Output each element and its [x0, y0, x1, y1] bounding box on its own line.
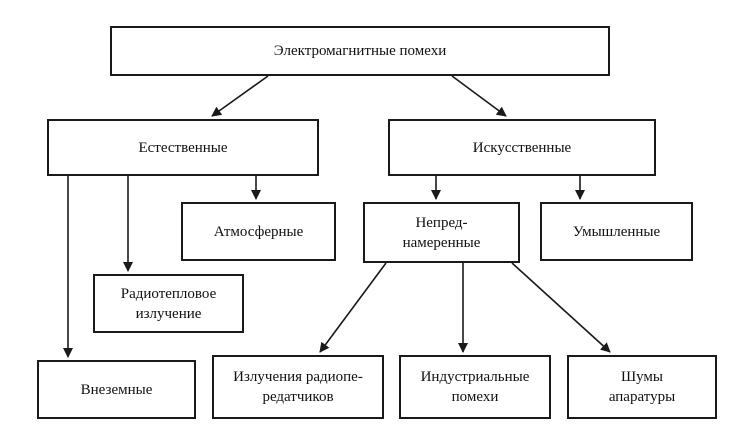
node-label-line2: апаратуры [608, 389, 676, 405]
node-label: Естественные [138, 139, 228, 156]
node-equipment-noise: Шумы апаратуры [567, 355, 717, 419]
node-transmitter-emissions: Излучения радиопе- редатчиков [212, 355, 384, 419]
node-label: Умышленные [572, 223, 661, 240]
node-label-line2: излучение [135, 305, 202, 322]
node-intentional: Умышленные [540, 202, 693, 261]
node-label-line2: намеренные [402, 234, 481, 251]
arrow-root-to-natural [211, 75, 269, 117]
node-label-line2: редатчиков [262, 389, 334, 405]
node-radiothermal: Радиотепловое излучение [93, 274, 244, 333]
node-label-line1: Индустриальные [420, 369, 530, 385]
node-label: Искусственные [472, 139, 572, 156]
node-label-line2: помехи [451, 389, 499, 405]
node-electromagnetic-interference: Электромагнитные помехи [110, 26, 610, 76]
node-atmospheric: Атмосферные [181, 202, 336, 261]
node-label-line1: Непред- [415, 214, 468, 231]
node-label-line1: Излучения радиопе- [233, 369, 363, 385]
node-industrial: Индустриальные помехи [399, 355, 551, 419]
node-label-line1: Шумы [620, 369, 663, 385]
node-label-line1: Радиотепловое [120, 285, 217, 302]
node-label: Атмосферные [213, 223, 304, 240]
node-label: Внеземные [80, 381, 153, 398]
node-artificial: Искусственные [388, 119, 656, 176]
arrow-unintentional-to-noise [511, 262, 611, 353]
node-natural: Естественные [47, 119, 319, 176]
node-label: Электромагнитные помехи [273, 43, 447, 59]
arrow-unintentional-to-transmitters [319, 262, 387, 353]
node-extraterrestrial: Внеземные [37, 360, 196, 419]
arrow-root-to-artificial [451, 75, 507, 117]
node-unintentional: Непред- намеренные [363, 202, 520, 263]
